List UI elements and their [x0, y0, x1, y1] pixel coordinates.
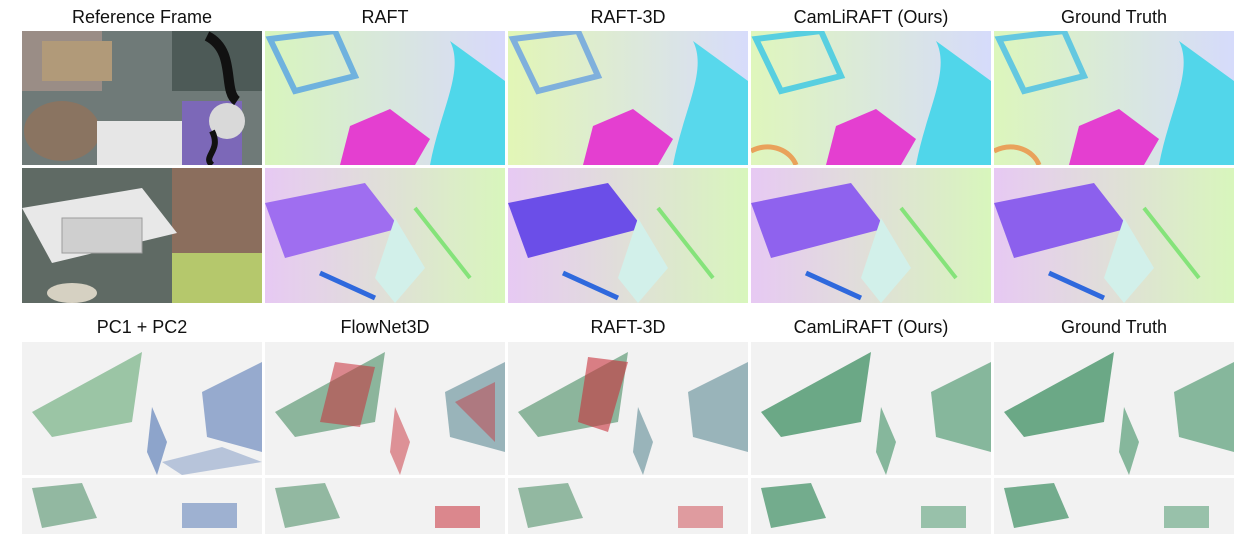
raft3d-flow-image-1 — [508, 31, 748, 165]
flownet3d-pc-image-1 — [265, 342, 505, 475]
reference-frame-image-1 — [22, 31, 262, 165]
header-raft: RAFT — [361, 7, 409, 27]
raft3d-pc-image-2 — [508, 478, 748, 534]
ground-truth-flow-image-2 — [994, 168, 1234, 303]
camliraft-flow-image-1 — [751, 31, 991, 165]
camliraft-pc-image-1 — [751, 342, 991, 475]
header-camliraft: CamLiRAFT (Ours) — [793, 7, 949, 27]
header-ground-truth: Ground Truth — [1060, 7, 1168, 27]
header-ground-truth-2: Ground Truth — [1060, 317, 1168, 337]
camliraft-flow-image-2 — [751, 168, 991, 303]
header-flownet3d: FlowNet3D — [340, 317, 430, 337]
camliraft-pc-image-2 — [751, 478, 991, 534]
ground-truth-pc-image-1 — [994, 342, 1234, 475]
pc1-pc2-image-1 — [22, 342, 262, 475]
raft3d-pc-image-1 — [508, 342, 748, 475]
header-pc1-pc2: PC1 + PC2 — [96, 317, 188, 337]
flownet3d-pc-image-2 — [265, 478, 505, 534]
header-raft3d: RAFT-3D — [590, 7, 666, 27]
ground-truth-flow-image-1 — [994, 31, 1234, 165]
raft3d-flow-image-2 — [508, 168, 748, 303]
header-raft3d-2: RAFT-3D — [590, 317, 666, 337]
reference-frame-image-2 — [22, 168, 262, 303]
raft-flow-image-1 — [265, 31, 505, 165]
ground-truth-pc-image-2 — [994, 478, 1234, 534]
pc1-pc2-image-2 — [22, 478, 262, 534]
header-camliraft-2: CamLiRAFT (Ours) — [793, 317, 949, 337]
header-reference-frame: Reference Frame — [71, 7, 213, 27]
raft-flow-image-2 — [265, 168, 505, 303]
